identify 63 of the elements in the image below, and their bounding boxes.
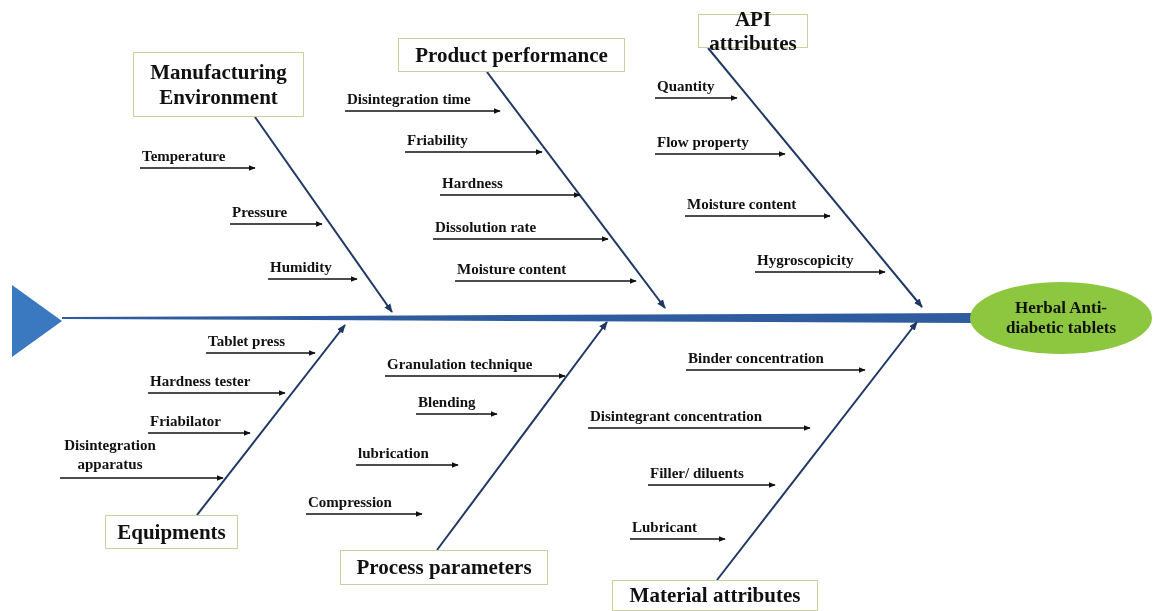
arrow bbox=[629, 536, 726, 542]
bone-arrow bbox=[486, 71, 666, 309]
arrow bbox=[404, 149, 543, 155]
arrow bbox=[384, 373, 566, 379]
bone-arrow bbox=[196, 324, 346, 516]
arrow bbox=[229, 221, 323, 227]
arrow bbox=[355, 462, 459, 468]
cause-label: Hardness bbox=[440, 175, 503, 195]
bone-arrow bbox=[436, 321, 608, 551]
arrow bbox=[647, 482, 776, 488]
arrow bbox=[147, 390, 286, 396]
cause-label: Filler/ diluents bbox=[648, 465, 744, 485]
cause-label: Quantity bbox=[655, 78, 715, 98]
category-box: Process parameters bbox=[340, 550, 548, 585]
arrow bbox=[754, 269, 886, 275]
arrow bbox=[684, 213, 831, 219]
effect-ellipse: Herbal Anti-diabetic tablets bbox=[970, 282, 1152, 354]
category-box: Manufacturing Environment bbox=[133, 52, 304, 117]
arrow bbox=[147, 430, 251, 436]
arrow bbox=[587, 425, 811, 431]
cause-label: Disintegration apparatus bbox=[60, 436, 160, 478]
cause-label: Humidity bbox=[268, 259, 332, 279]
cause-label: Friabilator bbox=[148, 413, 221, 433]
arrow bbox=[439, 192, 581, 198]
category-box: Material attributes bbox=[612, 580, 818, 611]
cause-label: Compression bbox=[306, 494, 392, 514]
arrow bbox=[415, 411, 498, 417]
arrow bbox=[267, 276, 358, 282]
arrow bbox=[432, 236, 609, 242]
cause-label: Hardness tester bbox=[148, 373, 251, 393]
arrow bbox=[344, 108, 501, 114]
cause-label: Hygroscopicity bbox=[755, 252, 854, 272]
cause-label: Disintegration time bbox=[345, 91, 471, 111]
arrow bbox=[454, 278, 637, 284]
cause-label: Granulation technique bbox=[385, 356, 533, 376]
cause-label: Moisture content bbox=[685, 196, 797, 216]
category-box: Product performance bbox=[398, 38, 625, 72]
category-box: Equipments bbox=[105, 515, 238, 549]
bone-arrow bbox=[254, 116, 393, 313]
spine-line bbox=[62, 313, 972, 323]
bone-arrow bbox=[707, 47, 923, 308]
cause-label: Pressure bbox=[230, 204, 288, 224]
cause-label: Temperature bbox=[140, 148, 226, 168]
arrow bbox=[654, 151, 786, 157]
arrow bbox=[205, 350, 316, 356]
cause-label: Flow property bbox=[655, 134, 749, 154]
tail-triangle bbox=[12, 285, 62, 357]
arrow bbox=[139, 165, 256, 171]
category-box: API attributes bbox=[698, 14, 808, 48]
cause-label: Lubricant bbox=[630, 519, 697, 539]
bone-arrow bbox=[716, 321, 918, 581]
cause-label: Friability bbox=[405, 132, 468, 152]
cause-label: Blending bbox=[416, 394, 476, 414]
arrow bbox=[305, 511, 423, 517]
cause-label: Tablet press bbox=[206, 333, 286, 353]
cause-label: Binder concentration bbox=[686, 350, 824, 370]
arrow bbox=[654, 95, 738, 101]
arrow bbox=[685, 367, 866, 373]
arrow bbox=[59, 475, 224, 481]
cause-label: Dissolution rate bbox=[433, 219, 537, 239]
cause-label: Disintegrant concentration bbox=[588, 408, 763, 428]
cause-label: Moisture content bbox=[455, 261, 567, 281]
cause-label: lubrication bbox=[356, 445, 429, 465]
